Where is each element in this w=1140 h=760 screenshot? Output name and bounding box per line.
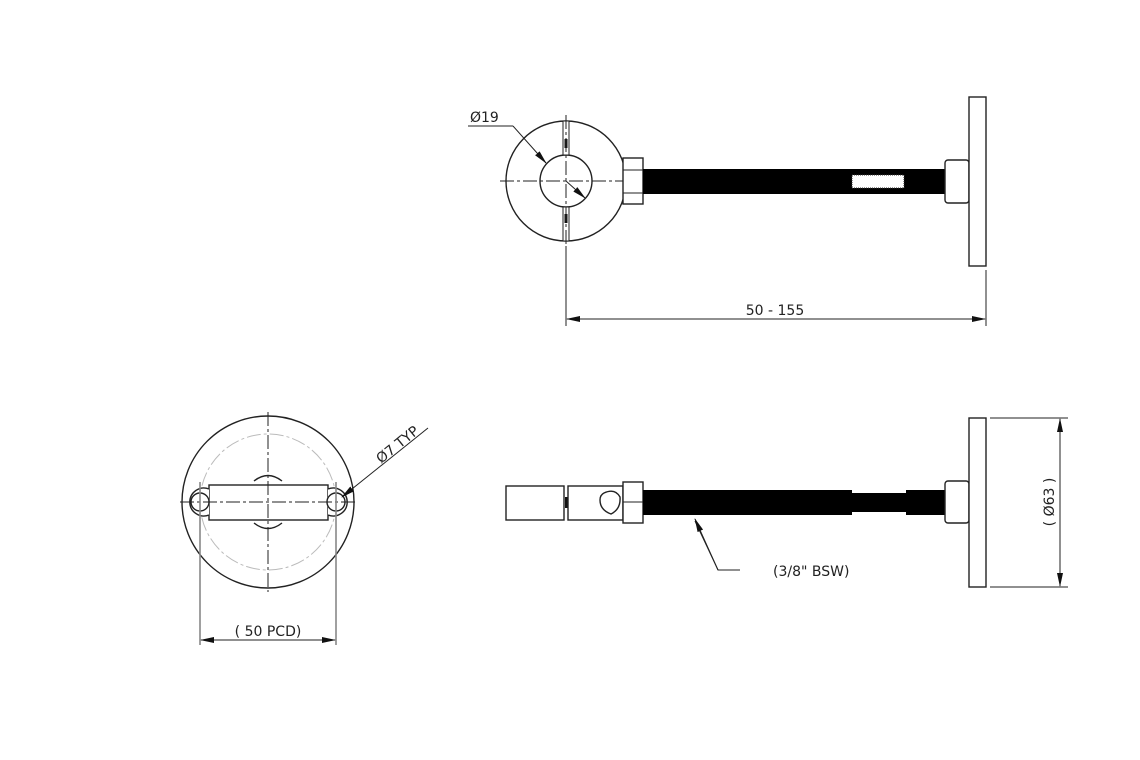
pcd-dimension-label: ( 50 PCD) [235, 624, 302, 640]
base-flange [968, 96, 987, 267]
thread-callout: (3/8" BSW) [694, 518, 849, 580]
hex-nut [622, 157, 644, 205]
threaded-rod-front [643, 490, 946, 515]
threaded-rod [643, 169, 946, 194]
top-view: Ø19 50 - 155 [468, 96, 987, 326]
flange-boss-front [944, 480, 970, 524]
flange-boss [944, 159, 970, 204]
length-dimension-label: 50 - 155 [746, 303, 805, 319]
end-view: Ø7 TYP ( 50 PCD) [180, 412, 429, 645]
flange-dimension-label: ( Ø63 ) [1042, 478, 1058, 527]
flange-dimension: ( Ø63 ) [990, 417, 1068, 588]
thread-callout-label: (3/8" BSW) [773, 564, 849, 580]
clamp-half-left [505, 485, 565, 521]
bore-dimension: Ø19 [468, 110, 586, 199]
hole-dimension-label: Ø7 TYP [373, 423, 422, 467]
front-view: (3/8" BSW) ( Ø63 ) [505, 417, 1068, 588]
pcd-dimension: ( 50 PCD) [200, 624, 336, 643]
bore-dimension-label: Ø19 [470, 110, 499, 126]
clamp-hole [599, 490, 621, 515]
hole-dimension: Ø7 TYP [341, 423, 429, 498]
length-dimension: 50 - 155 [565, 246, 987, 326]
base-flange-front [968, 417, 987, 588]
